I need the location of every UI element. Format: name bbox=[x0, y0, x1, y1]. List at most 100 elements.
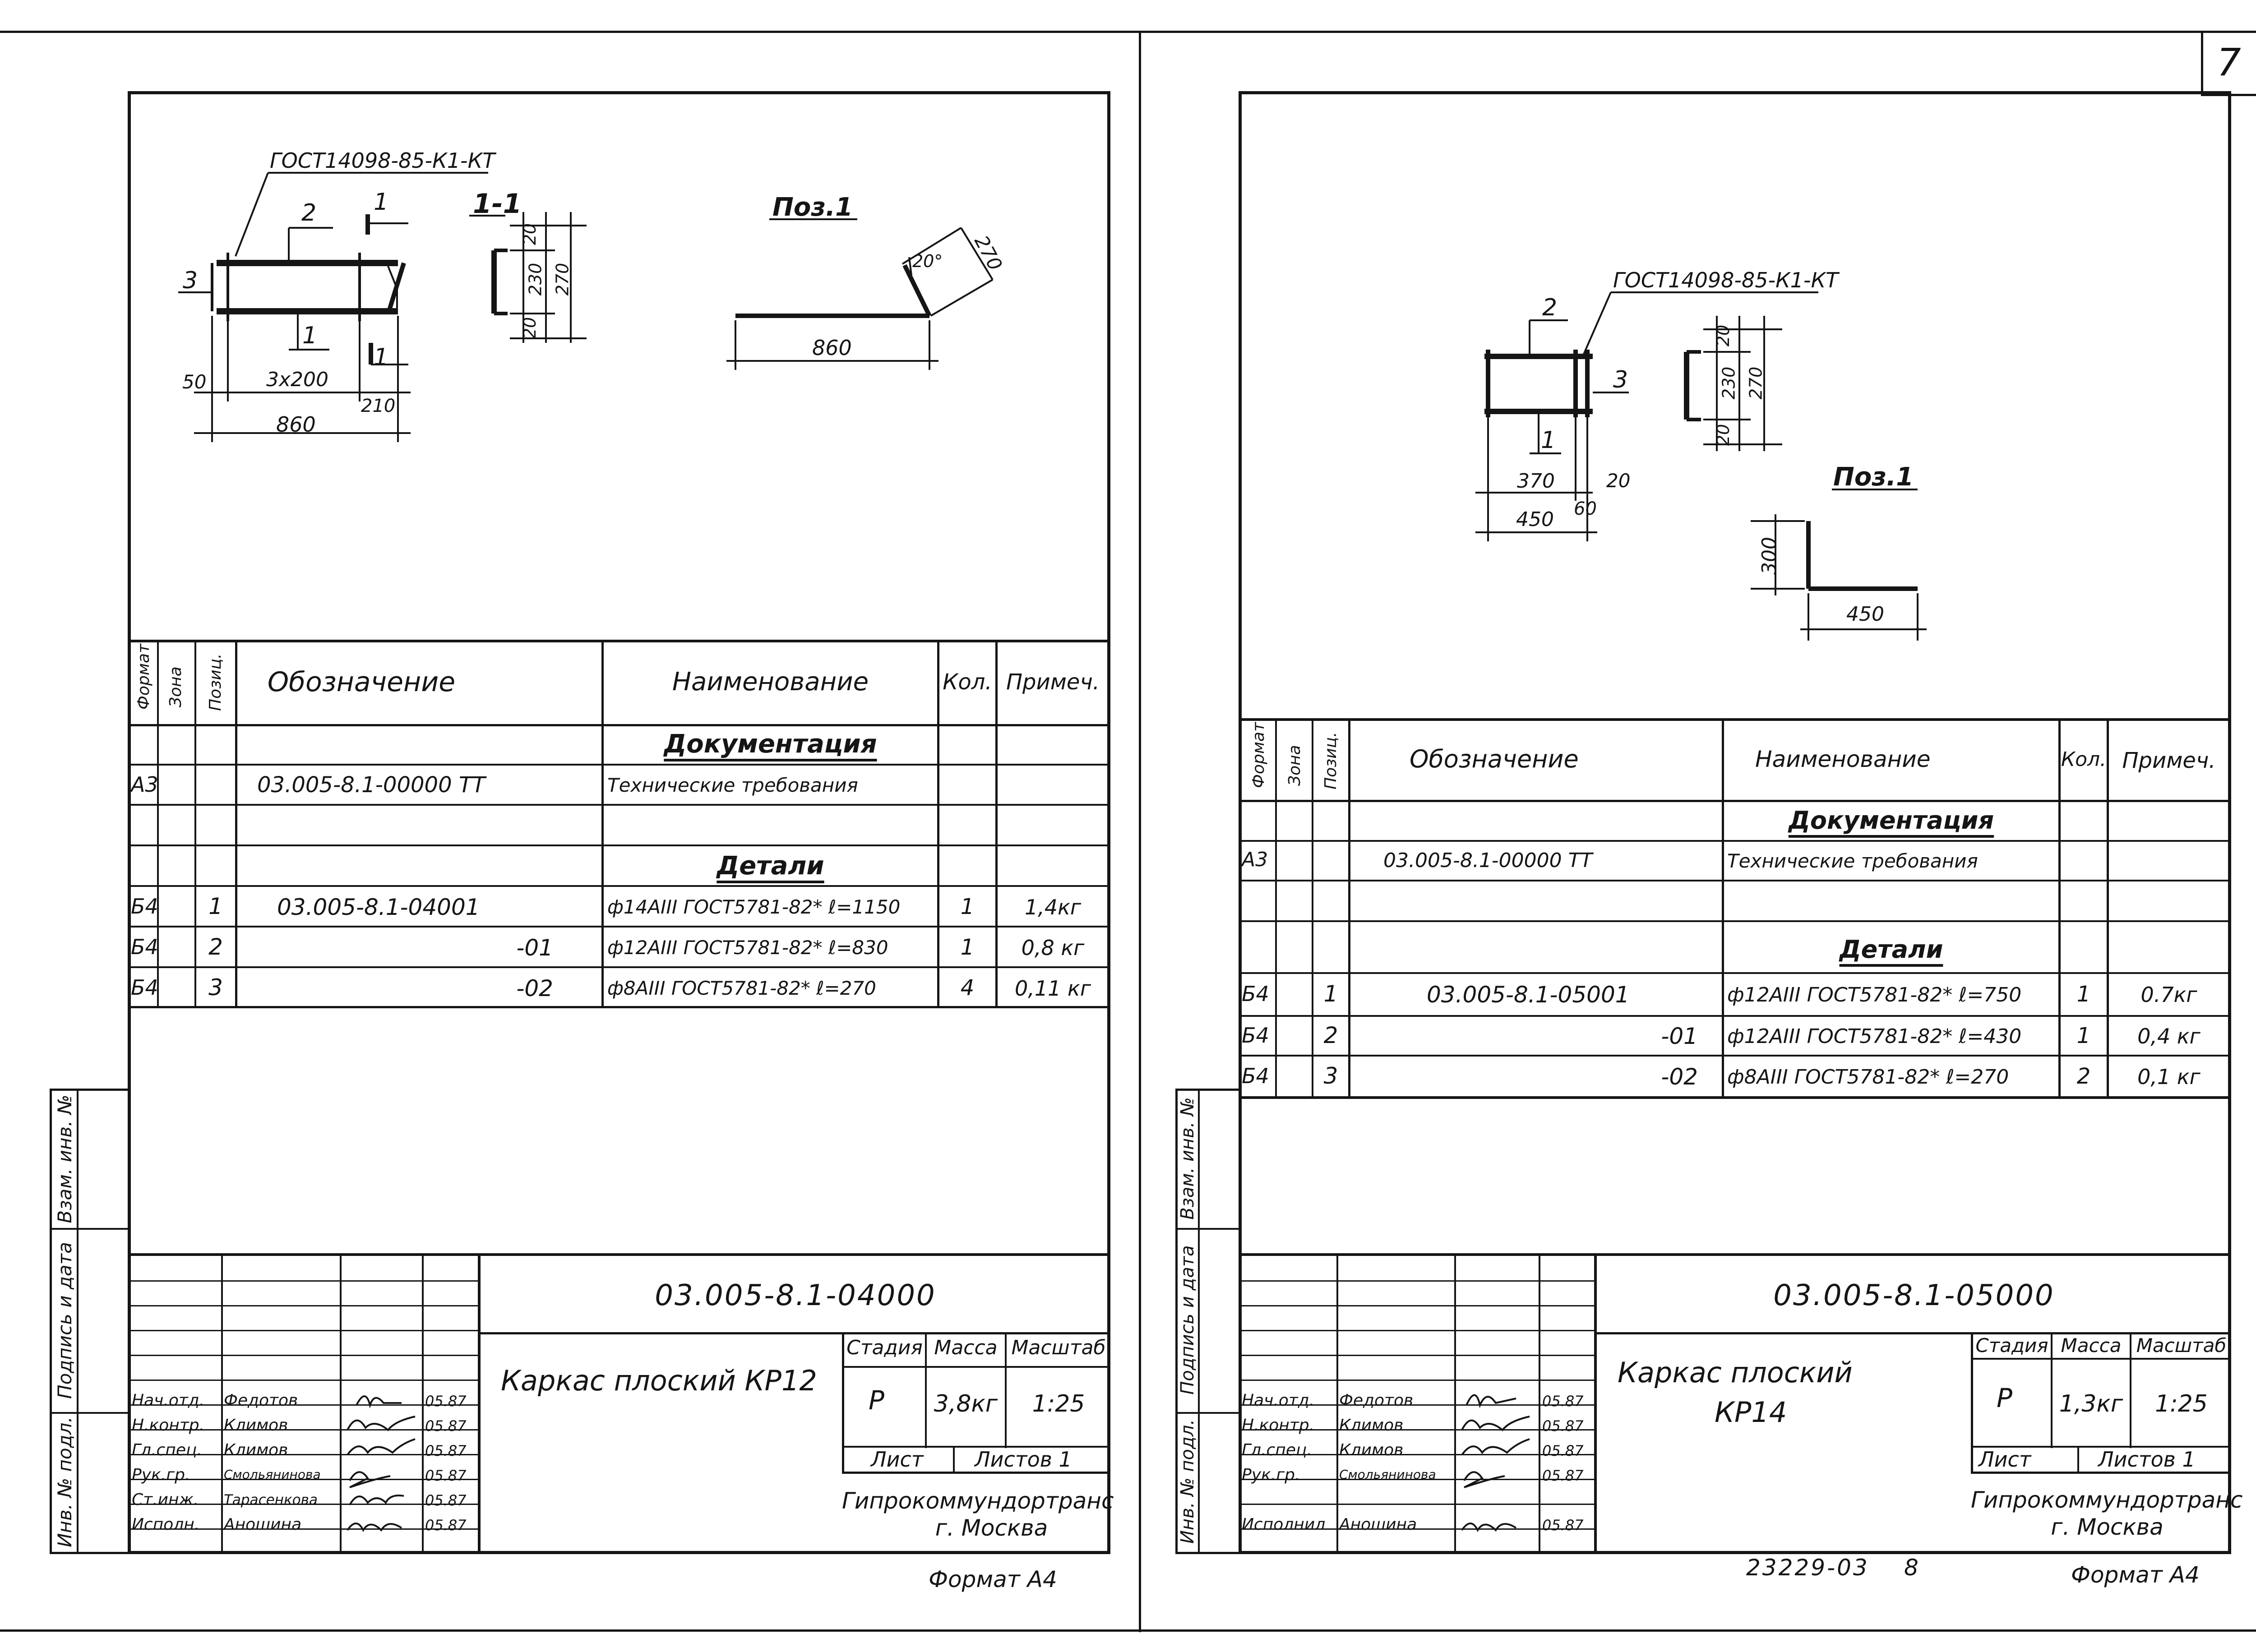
date-6: 05.87 bbox=[425, 1517, 467, 1534]
mass-label: Масса bbox=[934, 1336, 998, 1359]
row-1-designation: 03.005-8.1-00000 ТТ bbox=[1383, 849, 1593, 872]
pos-title: Поз.1 bbox=[772, 193, 853, 222]
name-1: Федотов bbox=[1339, 1391, 1414, 1410]
date-2: 05.87 bbox=[1542, 1417, 1584, 1435]
row-2-format: Б4 bbox=[1242, 982, 1269, 1006]
callout-1-section: 1 bbox=[374, 344, 389, 371]
sheets-label: Листов 1 bbox=[2098, 1447, 2196, 1472]
name-3: Климов bbox=[1339, 1441, 1404, 1459]
date-6: 05.87 bbox=[1542, 1517, 1584, 1534]
header-qty: Кол. bbox=[2061, 748, 2107, 771]
name-2: Климов bbox=[224, 1416, 288, 1435]
top-rule bbox=[0, 31, 2256, 33]
row-4-qty: 4 bbox=[960, 975, 975, 1001]
scale-value: 1:25 bbox=[2155, 1390, 2208, 1417]
date-4: 05.87 bbox=[425, 1467, 467, 1484]
row-4-name: ф8АIII ГОСТ5781-82* ℓ=270 bbox=[607, 977, 876, 999]
stage-value: Р bbox=[869, 1385, 884, 1416]
date-3: 05.87 bbox=[1542, 1442, 1584, 1459]
row-2-note: 1,4кг bbox=[1024, 895, 1082, 919]
row-4-pos: 3 bbox=[208, 974, 223, 1001]
scale-value: 1:25 bbox=[1032, 1390, 1085, 1417]
header-note: Примеч. bbox=[1006, 669, 1100, 695]
row-2-format: Б4 bbox=[131, 894, 158, 918]
side-podpis: Подпись и дата bbox=[1177, 1245, 1198, 1395]
center-divider bbox=[1139, 31, 1141, 1632]
dim-20: 20 bbox=[1606, 470, 1631, 492]
name-4: Смольянинова bbox=[224, 1467, 321, 1482]
row-1-name: Технические требования bbox=[607, 774, 858, 796]
role-2: Н.контр. bbox=[1242, 1416, 1315, 1435]
row-4-format: Б4 bbox=[1242, 1064, 1269, 1088]
header-designation: Обозначение bbox=[267, 666, 456, 698]
row-3-designation: -01 bbox=[1661, 1023, 1698, 1049]
sheet-label: Лист bbox=[1979, 1447, 2031, 1472]
doc-title-line1: Каркас плоский bbox=[1618, 1356, 1853, 1389]
gost-label: ГОСТ14098-85-К1-КТ bbox=[1613, 268, 1839, 292]
org-name: Гипрокоммундортранс bbox=[1971, 1487, 2243, 1513]
dim-370: 370 bbox=[1517, 470, 1555, 493]
row-2-qty: 1 bbox=[2076, 982, 2091, 1007]
callout-2: 2 bbox=[1542, 294, 1558, 321]
role-1: Нач.отд. bbox=[1242, 1391, 1315, 1410]
row-4-designation: -02 bbox=[516, 975, 553, 1001]
name-5: Тарасенкова bbox=[224, 1492, 318, 1508]
row-2-pos: 1 bbox=[208, 893, 223, 919]
doc-code: 03.005-8.1-04000 bbox=[655, 1279, 936, 1312]
page-number: 7 bbox=[2217, 40, 2241, 84]
scale-label: Масштаб bbox=[2136, 1334, 2227, 1357]
name-6: Аношина bbox=[1339, 1515, 1417, 1534]
sheets-label: Листов 1 bbox=[975, 1447, 1072, 1472]
doc-title-line2: КР14 bbox=[1715, 1396, 1787, 1429]
header-name: Наименование bbox=[1755, 746, 1931, 772]
sheet-frame bbox=[128, 91, 1110, 1554]
doc-title: Каркас плоский КР12 bbox=[501, 1364, 817, 1397]
row-3-note: 0,8 кг bbox=[1021, 936, 1085, 960]
callout-1: 1 bbox=[1541, 427, 1556, 454]
dim-p450: 450 bbox=[1846, 603, 1884, 626]
name-2: Климов bbox=[1339, 1416, 1404, 1435]
role-6: Исполнил bbox=[1242, 1515, 1326, 1534]
date-2: 05.87 bbox=[425, 1417, 467, 1435]
role-4: Рук.гр. bbox=[1242, 1466, 1300, 1484]
bottom-code: 23229-03 bbox=[1746, 1555, 1869, 1581]
format-label: Формат А4 bbox=[929, 1566, 1057, 1592]
callout-1-top: 1 bbox=[374, 189, 389, 216]
row-3-designation: -01 bbox=[516, 935, 553, 961]
row-2-name: ф14АIII ГОСТ5781-82* ℓ=1150 bbox=[607, 896, 901, 918]
format-label: Формат А4 bbox=[2071, 1562, 2200, 1588]
dim-50: 50 bbox=[182, 371, 207, 393]
bottom-num: 8 bbox=[1904, 1555, 1919, 1581]
row-4-note: 0,1 кг bbox=[2137, 1065, 2201, 1089]
name-1: Федотов bbox=[224, 1391, 298, 1410]
side-vzam: Взам. инв. № bbox=[1177, 1097, 1198, 1220]
role-6: Исполн. bbox=[132, 1515, 200, 1534]
row-1-designation: 03.005-8.1-00000 ТТ bbox=[257, 772, 485, 798]
date-5: 05.87 bbox=[425, 1492, 467, 1509]
row-1-format: А3 bbox=[131, 772, 158, 797]
sheet-label: Лист bbox=[871, 1447, 924, 1472]
row-3-note: 0,4 кг bbox=[2137, 1024, 2201, 1048]
row-4-pos: 3 bbox=[1323, 1063, 1338, 1089]
section-docs: Документация bbox=[1788, 806, 1994, 835]
side-inv: Инв. № подл. bbox=[1177, 1419, 1198, 1544]
row-2-pos: 1 bbox=[1323, 981, 1338, 1007]
dim-60: 60 bbox=[1574, 498, 1597, 519]
row-3-pos: 2 bbox=[208, 934, 223, 960]
row-4-name: ф8АIII ГОСТ5781-82* ℓ=270 bbox=[1727, 1066, 2009, 1089]
section-parts: Детали bbox=[717, 851, 824, 881]
mass-value: 3,8кг bbox=[934, 1390, 998, 1417]
org-city: г. Москва bbox=[2051, 1514, 2164, 1540]
pos-title: Поз.1 bbox=[1833, 462, 1914, 492]
sheet-frame bbox=[1239, 91, 2231, 1554]
role-4: Рук.гр. bbox=[132, 1466, 190, 1484]
row-4-qty: 2 bbox=[2076, 1064, 2091, 1089]
row-2-designation: 03.005-8.1-04001 bbox=[277, 894, 480, 920]
header-designation: Обозначение bbox=[1410, 745, 1579, 773]
row-3-name: ф12АIII ГОСТ5781-82* ℓ=830 bbox=[607, 937, 888, 959]
stage-label: Стадия bbox=[1975, 1334, 2048, 1357]
mass-value: 1,3кг bbox=[2059, 1390, 2123, 1417]
row-4-designation: -02 bbox=[1661, 1064, 1698, 1090]
signatures bbox=[0, 0, 1139, 1652]
dim-210: 210 bbox=[361, 396, 396, 416]
